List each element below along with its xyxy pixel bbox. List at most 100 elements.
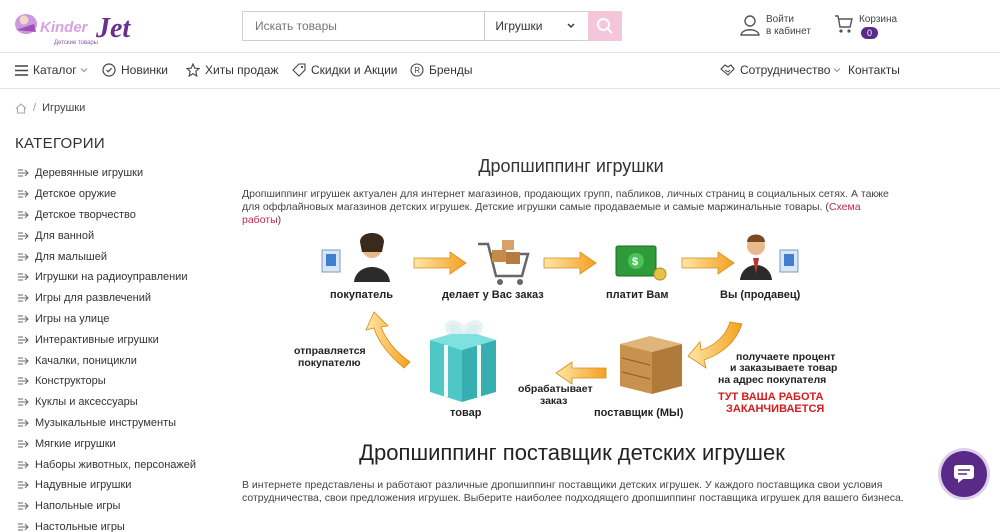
cart-link[interactable]: Корзина 0 <box>834 14 897 40</box>
arrow-right-icon <box>18 211 29 219</box>
cart-with-boxes <box>478 240 530 285</box>
category-item[interactable]: Интерактивные игрушки <box>18 329 196 350</box>
label-supplier: поставщик (МЫ) <box>594 407 684 419</box>
category-item[interactable]: Качалки, поницикли <box>18 350 196 371</box>
new-badge-icon <box>102 63 116 77</box>
category-label: Музыкальные инструменты <box>35 416 177 429</box>
search-icon <box>597 18 613 34</box>
label-percent2: и заказываете товар <box>730 362 837 374</box>
category-item[interactable]: Игрушки на радиоуправлении <box>18 267 196 288</box>
search-category-select[interactable]: Игрушки <box>484 12 588 40</box>
category-item[interactable]: Надувные игрушки <box>18 475 196 496</box>
nav-cooperation[interactable]: Сотрудничество <box>720 63 841 77</box>
category-label: Надувные игрушки <box>35 479 132 492</box>
arrow-right-icon <box>18 440 29 448</box>
label-processes1: обрабатывает <box>518 383 593 395</box>
category-label: Качалки, поницикли <box>35 354 137 367</box>
nav-contacts[interactable]: Контакты <box>848 63 900 77</box>
label-work-done2: ЗАКАНЧИВАЕТСЯ <box>726 403 824 415</box>
nav-hits[interactable]: Хиты продаж <box>186 63 278 77</box>
category-label: Наборы животных, персонажей <box>35 458 197 471</box>
nav-catalog[interactable]: Каталог <box>15 63 88 77</box>
arrow-right-2 <box>543 251 597 275</box>
category-item[interactable]: Наборы животных, персонажей <box>18 454 196 475</box>
logo[interactable]: Kinder Jet Детские товары <box>12 6 152 48</box>
chevron-down-icon <box>567 23 575 28</box>
category-item[interactable]: Для малышей <box>18 246 196 267</box>
label-goods: товар <box>450 407 482 419</box>
category-label: Деревянные игрушки <box>35 167 144 180</box>
arrow-right-icon <box>18 232 29 240</box>
chat-button[interactable] <box>941 451 987 497</box>
arrow-right-icon <box>18 523 29 531</box>
nav-cooperation-label: Сотрудничество <box>740 63 831 77</box>
nav-brands-label: Бренды <box>429 63 473 77</box>
chat-icon <box>954 465 974 483</box>
gift-box <box>430 320 496 402</box>
search-bar: Игрушки <box>242 11 622 41</box>
nav-sales[interactable]: Скидки и Акции <box>292 63 397 77</box>
seller-figure <box>740 234 799 280</box>
nav-new[interactable]: Новинки <box>102 63 168 77</box>
category-item[interactable]: Куклы и аксессуары <box>18 392 196 413</box>
svg-text:Детские товары: Детские товары <box>54 40 98 46</box>
label-pays: платит Вам <box>606 289 669 301</box>
arrow-right-icon <box>18 294 29 302</box>
scheme-link[interactable]: Схема работы <box>242 201 861 226</box>
nav-contacts-label: Контакты <box>848 63 900 77</box>
arrow-right-icon <box>18 502 29 510</box>
label-percent3: на адрес покупателя <box>718 374 826 386</box>
arrow-right-icon <box>18 481 29 489</box>
nav-sales-label: Скидки и Акции <box>311 63 398 77</box>
label-you: Вы (продавец) <box>720 289 801 301</box>
home-icon[interactable] <box>15 102 27 114</box>
buyer-figure <box>321 233 390 282</box>
arrow-right-icon <box>18 398 29 406</box>
label-buyer: покупатель <box>330 289 393 301</box>
arrow-right-icon <box>18 461 29 469</box>
cart-icon <box>835 15 853 33</box>
money-icon: $ <box>615 245 667 281</box>
arrow-left <box>555 361 607 385</box>
wooden-crate <box>620 336 682 394</box>
category-item[interactable]: Музыкальные инструменты <box>18 413 196 434</box>
svg-text:R: R <box>414 66 420 75</box>
handshake-icon <box>720 64 735 76</box>
category-item[interactable]: Для ванной <box>18 225 196 246</box>
label-work-done1: ТУТ ВАША РАБОТА <box>718 391 824 403</box>
category-item[interactable]: Мягкие игрушки <box>18 433 196 454</box>
category-label: Детское оружие <box>35 188 117 201</box>
category-item[interactable]: Детское творчество <box>18 205 196 226</box>
menu-icon <box>15 64 28 76</box>
category-label: Игры для развлечений <box>35 292 151 305</box>
arrow-right-3 <box>681 251 735 275</box>
category-item[interactable]: Конструкторы <box>18 371 196 392</box>
category-label: Игрушки на радиоуправлении <box>35 271 188 284</box>
search-input[interactable] <box>243 12 485 40</box>
login-sublabel: в кабинет <box>766 26 811 37</box>
intro-body: Дропшиппинг игрушек актуален для интерне… <box>242 188 889 213</box>
category-item[interactable]: Детское оружие <box>18 184 196 205</box>
arrow-curve-up <box>365 311 411 369</box>
cart-count-badge: 0 <box>861 27 879 39</box>
category-item[interactable]: Игры на улице <box>18 309 196 330</box>
arrow-right-icon <box>18 336 29 344</box>
login-link[interactable]: Войти в кабинет <box>740 14 811 38</box>
category-label: Игры на улице <box>35 312 110 325</box>
search-button[interactable] <box>588 11 622 41</box>
section-heading: Дропшиппинг поставщик детских игрушек <box>359 440 785 465</box>
category-item[interactable]: Настольные игры <box>18 517 196 532</box>
category-item[interactable]: Деревянные игрушки <box>18 163 196 184</box>
category-item[interactable]: Напольные игры <box>18 496 196 517</box>
intro-end: ) <box>277 214 282 226</box>
label-order: делает у Вас заказ <box>442 289 544 301</box>
header: Kinder Jet Детские товары Игрушки Войти … <box>0 0 1000 53</box>
category-label: Для ванной <box>35 229 95 242</box>
page-title: Дропшиппинг игрушки <box>478 156 664 176</box>
search-category-value: Игрушки <box>495 19 543 33</box>
label-sent2: покупателю <box>298 357 361 369</box>
nav-brands[interactable]: R Бренды <box>410 63 472 77</box>
category-label: Для малышей <box>35 250 107 263</box>
user-icon <box>740 15 760 36</box>
category-item[interactable]: Игры для развлечений <box>18 288 196 309</box>
